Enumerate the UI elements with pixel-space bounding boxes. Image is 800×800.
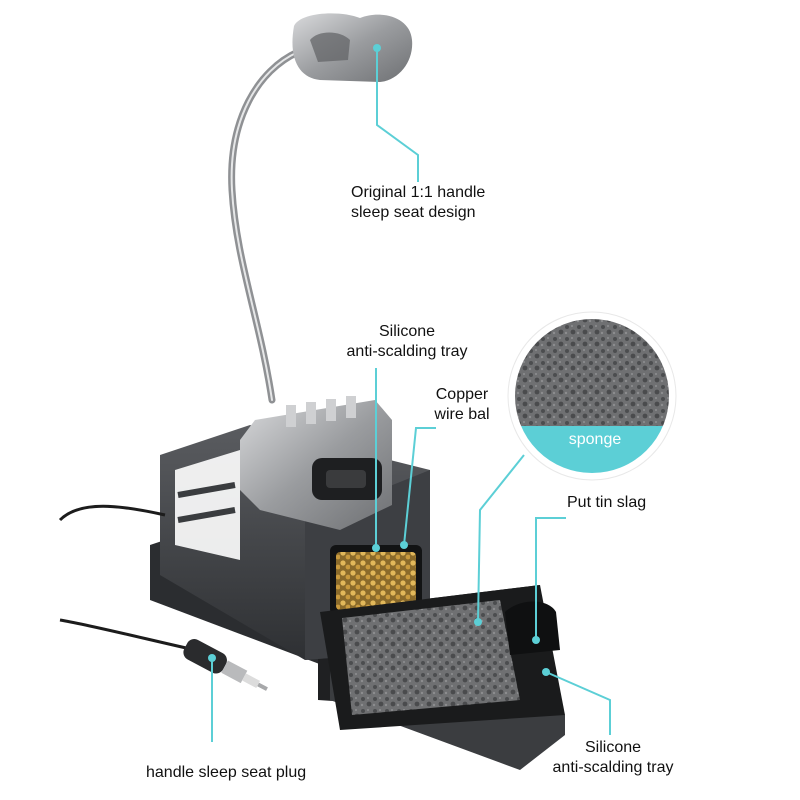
silicone-tray-bottom-line1: Silicone (584, 739, 642, 756)
copper-wire-ball (336, 552, 416, 610)
plug-label: handle sleep seat plug (146, 764, 307, 781)
silicone-tray-top-label: Silicone anti-scalding tray (332, 322, 482, 362)
tin-slag-bin (505, 601, 560, 655)
sponge (342, 600, 520, 715)
cable-and-plug (58, 504, 268, 691)
handle-seat-label-line2: sleep seat design (351, 204, 476, 221)
leader-dots (208, 44, 550, 676)
silicone-tray-bottom-label: Silicone anti-scalding tray (530, 738, 696, 778)
silicone-tray-bottom-line2: anti-scalding tray (552, 759, 674, 776)
tin-slag-label: Put tin slag (567, 494, 647, 511)
sponge-zoom-circle (507, 311, 677, 481)
sponge-tray (320, 585, 565, 730)
handle-cradle (240, 396, 392, 530)
leader-lines (211, 48, 611, 742)
copper-wire-label: Copper wire bal (418, 385, 506, 425)
handle-seat-label: Original 1:1 handle sleep seat design (351, 183, 485, 223)
silicone-tray-top-line2: anti-scalding tray (346, 343, 468, 360)
copper-wire-line2: wire bal (434, 406, 490, 423)
copper-wire-line1: Copper (435, 386, 489, 403)
handle-seat-label-line1: Original 1:1 handle (351, 184, 486, 201)
handle-sleep-seat (292, 13, 413, 82)
sponge-badge: sponge (568, 431, 622, 448)
silicone-tray-top-line1: Silicone (378, 323, 436, 340)
support-rod (228, 48, 302, 404)
